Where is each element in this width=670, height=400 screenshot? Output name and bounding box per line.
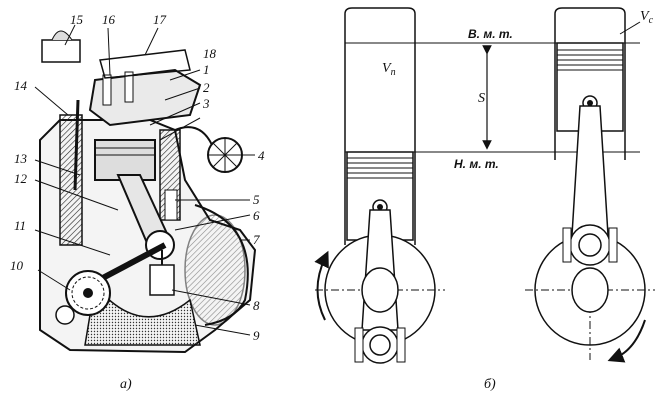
callout-11: 11 <box>14 218 26 233</box>
caption-a: а) <box>120 377 132 392</box>
displacement-volume-label: Vп <box>382 61 396 78</box>
callout-5: 5 <box>253 192 260 207</box>
callout-1: 1 <box>203 62 210 77</box>
clearance-volume-label: Vc <box>640 9 654 26</box>
callout-6: 6 <box>253 208 260 223</box>
caption-b: б) <box>484 377 496 392</box>
callout-3: 3 <box>202 96 210 111</box>
callout-8: 8 <box>253 298 260 313</box>
callout-4: 4 <box>258 148 265 163</box>
callout-9: 9 <box>253 328 260 343</box>
tdc-label: В. м. т. <box>468 27 513 41</box>
callout-16: 16 <box>102 12 116 27</box>
stroke-schematic: S В. м. т. Н. м. т. Vп Vc б) <box>314 7 655 392</box>
callout-15: 15 <box>70 12 84 27</box>
callout-18: 18 <box>203 46 217 61</box>
callout-14: 14 <box>14 78 28 93</box>
engine-cutaway: 1 2 3 4 5 6 7 8 9 10 11 12 13 14 15 16 1… <box>10 12 265 392</box>
callout-12: 12 <box>14 171 28 186</box>
callout-7: 7 <box>253 232 260 247</box>
callout-2: 2 <box>203 80 210 95</box>
stroke-label: S <box>478 91 485 106</box>
callout-17: 17 <box>153 12 167 27</box>
callout-10: 10 <box>10 258 24 273</box>
callout-13: 13 <box>14 151 28 166</box>
bdc-label: Н. м. т. <box>454 157 499 171</box>
